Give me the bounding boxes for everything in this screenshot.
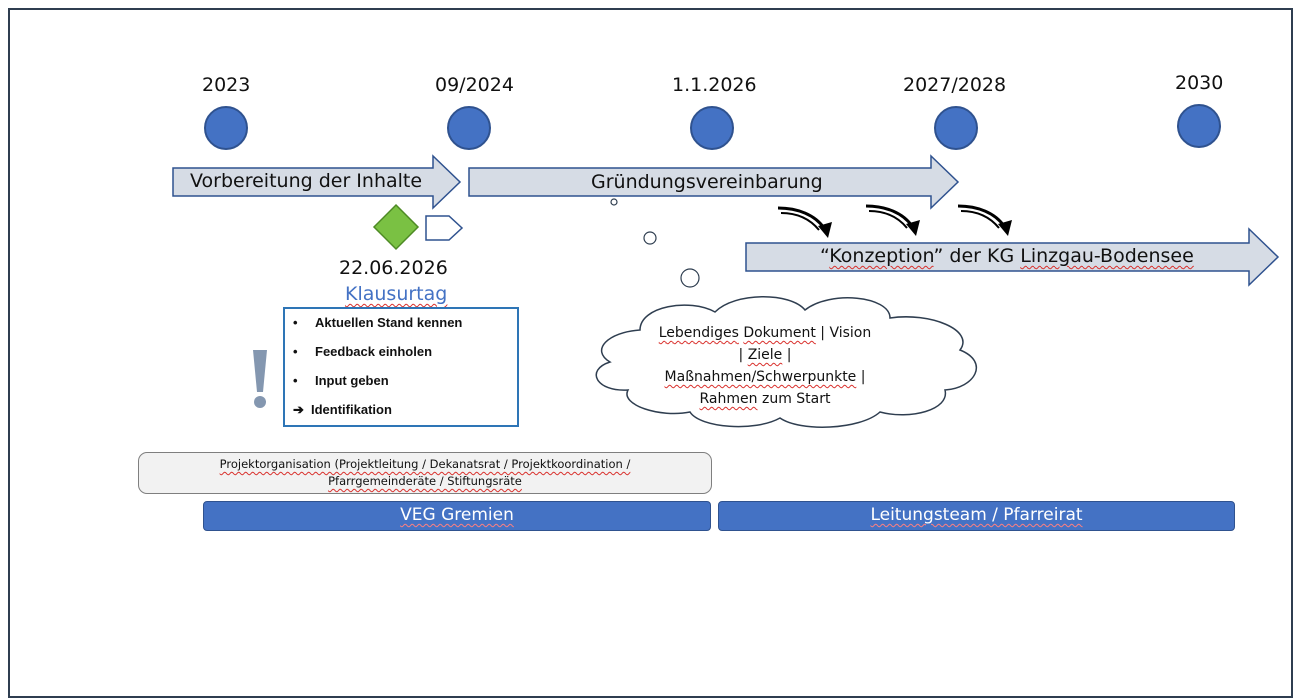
organisation-line-1: Projektorganisation (Projektleitung / De… [219,457,631,471]
bar-veg-gremien: VEG Gremien [203,501,711,531]
milestone-label-2023: 2023 [202,74,251,96]
thought-bubble-small [610,198,618,206]
checklist-item: •Feedback einholen [293,344,433,359]
cloud-line-4: Rahmen zum Start [699,391,831,407]
curved-arrow-3 [957,204,1012,236]
checklist-item: ➔Identifikation [293,402,392,417]
milestone-marker-2026 [690,106,734,150]
phase-label-gruendung: Gründungsvereinbarung [591,171,823,193]
cloud-shape [595,296,978,428]
milestone-label-2027-2028: 2027/2028 [903,74,1007,96]
event-date: 22.06.2026 [339,257,448,279]
milestone-marker-2030 [1177,104,1221,148]
phase-label-konzeption: “Konzeption” der KG Linzgau-Bodensee [820,245,1194,267]
thought-bubble-medium [643,231,657,245]
event-title: Klausurtag [345,283,448,305]
milestone-label-2030: 2030 [1175,72,1224,94]
milestone-label-2026: 1.1.2026 [672,74,757,96]
event-diamond [372,203,420,251]
cloud-line-1: Lebendiges Dokument | Vision [658,325,872,341]
phase-arrow-vorbereitung [172,154,462,210]
exclamation-icon [253,350,267,408]
milestone-marker-2023 [204,106,248,150]
curved-arrow-2 [865,204,920,236]
cloud-text: Lebendiges Dokument | Vision | Ziele | M… [640,322,890,410]
phase-arrow-konzeption [745,227,1280,287]
curved-arrow-1 [777,206,832,238]
organisation-line-2: Pfarrgemeinderäte / Stiftungsräte [328,474,522,488]
phase-arrow-gruendung [468,154,960,210]
milestone-label-2024: 09/2024 [435,74,514,96]
event-tag-shape [425,215,464,241]
checklist-item: •Aktuellen Stand kennen [293,315,463,330]
thought-bubble-large [680,268,700,288]
cloud-line-2: | Ziele | [738,347,792,363]
bar-leitungsteam: Leitungsteam / Pfarreirat [718,501,1235,531]
phase-label-vorbereitung: Vorbereitung der Inhalte [190,170,423,192]
milestone-marker-2027-2028 [934,106,978,150]
project-organisation-box: Projektorganisation (Projektleitung / De… [138,452,712,494]
checklist-item: •Input geben [293,373,389,388]
cloud-line-3: Maßnahmen/Schwerpunkte | [664,369,866,385]
milestone-marker-2024 [447,106,491,150]
diagram-shapes [172,154,1280,428]
klausurtag-checklist: •Aktuellen Stand kennen •Feedback einhol… [283,307,519,427]
